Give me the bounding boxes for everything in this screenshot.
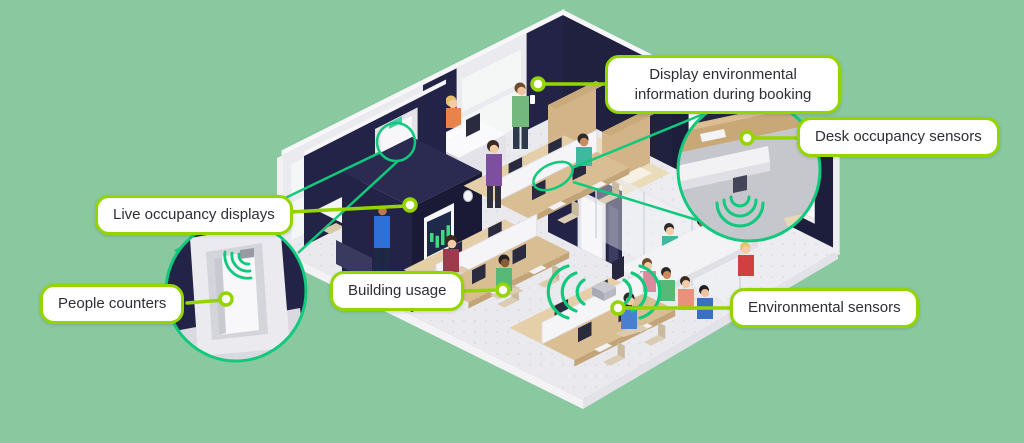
wifi-waves-icon xyxy=(223,250,253,280)
callout-desk-occupancy: Desk occupancy sensors xyxy=(797,117,1000,157)
connector-dot xyxy=(530,76,546,92)
connector-dot xyxy=(610,300,626,316)
callout-people-counters: People counters xyxy=(40,284,185,324)
worker-purple-standing xyxy=(486,140,502,208)
connector-dot xyxy=(739,130,755,146)
standing-man-phone xyxy=(512,82,535,149)
callout-building-usage: Building usage xyxy=(330,271,465,311)
callout-connector-lines xyxy=(185,82,800,310)
desk-sensor-zoom xyxy=(733,175,747,193)
connector-dot xyxy=(495,282,511,298)
connector-dot xyxy=(402,197,418,213)
connector-live-occupancy xyxy=(287,204,408,214)
phone-icon xyxy=(530,95,535,104)
wall-clock xyxy=(463,190,473,202)
callout-environmental-sensors: Environmental sensors xyxy=(730,288,919,328)
connector-dots xyxy=(218,76,755,316)
wifi-waves-icon xyxy=(715,195,765,228)
zoom-cone-lines xyxy=(174,111,707,254)
connector-people-counters xyxy=(185,298,225,305)
occupancy-bar-chart-icon xyxy=(430,233,434,242)
callout-live-occupancy: Live occupancy displays xyxy=(95,195,293,235)
desk-highlight-ellipse xyxy=(532,160,574,192)
environmental-sensor-device xyxy=(592,281,616,301)
callout-display-environmental: Display environmental information during… xyxy=(605,55,841,114)
meeting-screen xyxy=(612,256,624,282)
magnifier-circle-people-counter xyxy=(164,219,308,363)
meeting-attendees xyxy=(612,216,758,319)
people-counter-sensor-zoom xyxy=(240,248,254,259)
connector-dot xyxy=(218,291,234,307)
door-highlight-circle xyxy=(375,121,417,163)
worker-blue-standing xyxy=(374,202,390,274)
connector-building-usage xyxy=(460,288,502,293)
